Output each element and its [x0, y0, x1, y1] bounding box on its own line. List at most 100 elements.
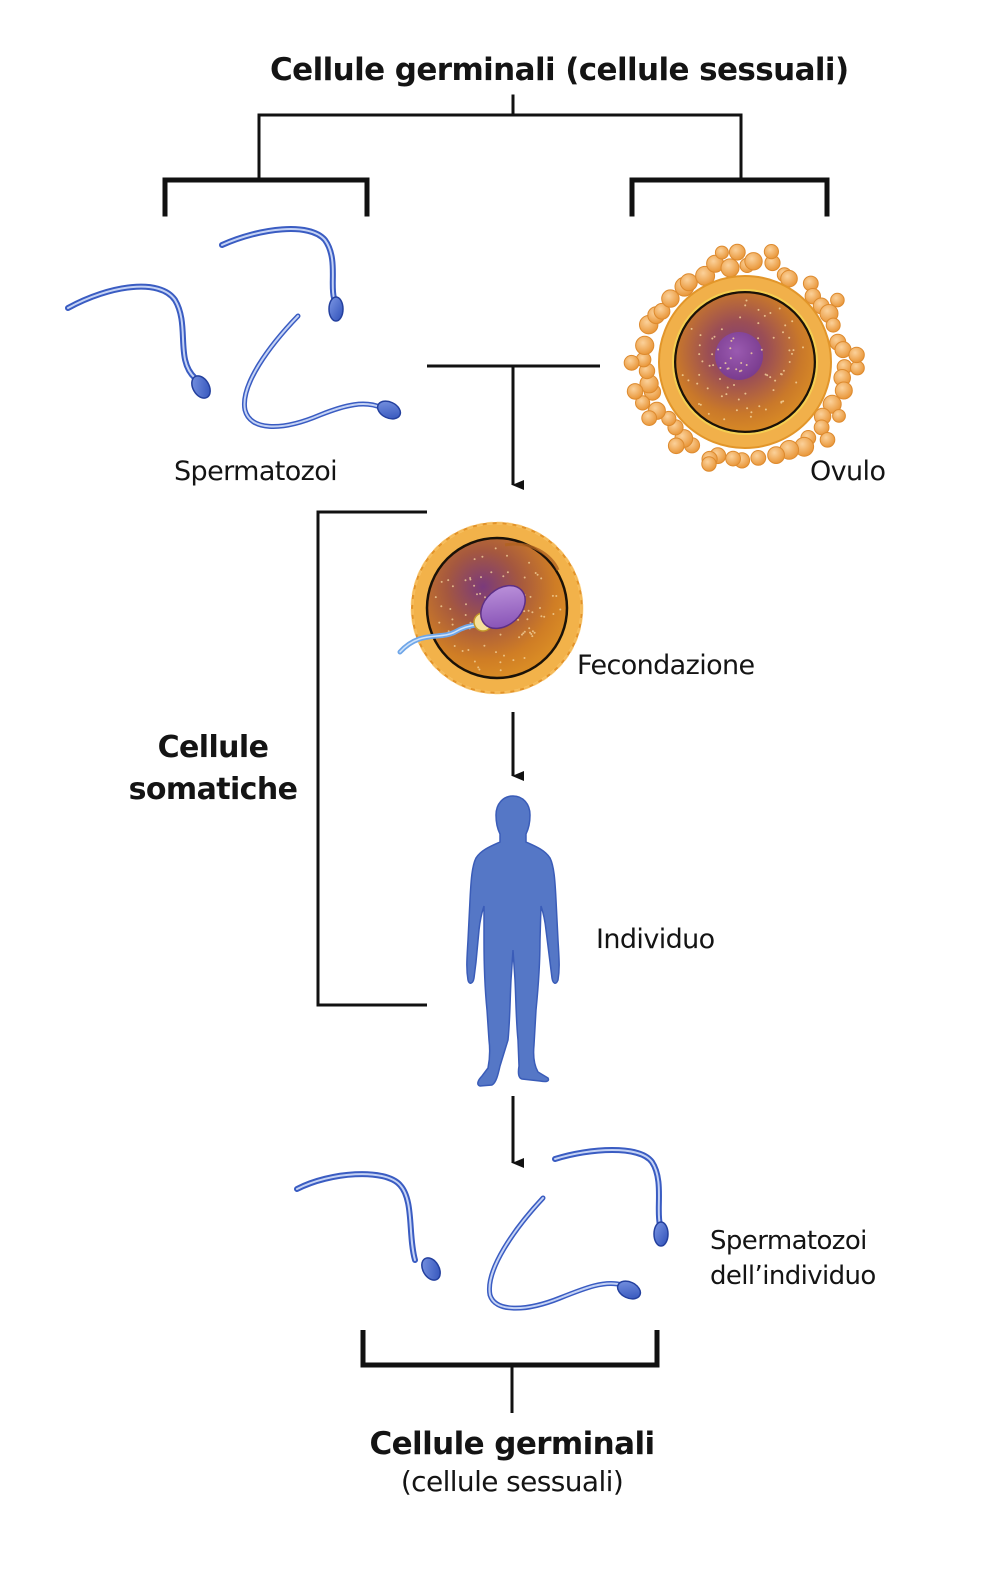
cytoplasm-granule	[732, 337, 735, 340]
sperm-cells-parent-icon	[65, 226, 402, 429]
cytoplasm-granule	[746, 407, 749, 410]
cytoplasm-granule	[476, 593, 478, 596]
cytoplasm-granule	[698, 353, 701, 356]
cytoplasm-granule	[464, 579, 467, 582]
cytoplasm-granule	[780, 400, 783, 403]
corona-cell	[822, 394, 842, 414]
cytoplasm-granule	[451, 623, 454, 626]
label-individuo: Individuo	[596, 924, 715, 955]
cytoplasm-granule	[469, 578, 472, 581]
somatic-bracket	[316, 510, 427, 1007]
cytoplasm-granule	[521, 633, 523, 636]
cytoplasm-granule	[506, 571, 509, 574]
corona-cell	[635, 335, 655, 355]
cytoplasm-granule	[469, 621, 472, 624]
cytoplasm-granule	[531, 635, 534, 638]
cytoplasm-granule	[699, 334, 702, 337]
cytoplasm-granule	[782, 331, 784, 334]
cytoplasm-granule	[744, 392, 747, 395]
cytoplasm-granule	[733, 384, 735, 386]
cytoplasm-granule	[531, 611, 534, 614]
corona-cell	[626, 383, 644, 400]
label-spermatozoi-individuo: Spermatozoi dell’individuo	[710, 1224, 876, 1294]
diagram-title: Cellule germinali (cellule sessuali)	[270, 52, 849, 88]
corona-cell	[667, 437, 685, 455]
cytoplasm-granule	[745, 299, 748, 302]
cytoplasm-granule	[788, 349, 791, 352]
cytoplasm-granule	[778, 307, 781, 310]
cytoplasm-granule	[440, 580, 443, 583]
cytoplasm-granule	[534, 572, 537, 574]
cytoplasm-granule	[461, 650, 464, 652]
cytoplasm-granule	[719, 366, 722, 369]
cytoplasm-granule	[757, 322, 760, 325]
cytoplasm-granule	[782, 369, 785, 372]
cytoplasm-granule	[536, 573, 539, 576]
top-bracket	[162, 94, 830, 217]
cytoplasm-granule	[543, 615, 546, 618]
fertilized-egg-icon	[397, 521, 584, 695]
corona-cell	[819, 432, 836, 448]
cytoplasm-granule	[766, 374, 769, 377]
cytoplasm-granule	[698, 403, 700, 405]
bottom-bracket	[360, 1330, 660, 1413]
cytoplasm-granule	[784, 324, 787, 327]
corona-cell	[830, 292, 845, 308]
cytoplasm-granule	[730, 339, 733, 342]
cytoplasm-granule	[530, 633, 533, 635]
cytoplasm-granule	[502, 575, 505, 578]
cytoplasm-granule	[791, 352, 793, 355]
cytoplasm-granule	[551, 594, 554, 597]
cytoplasm-granule	[760, 348, 763, 351]
label-spermatozoi: Spermatozoi	[174, 456, 338, 487]
cytoplasm-granule	[451, 618, 454, 621]
cytoplasm-granule	[698, 344, 701, 347]
cytoplasm-granule	[540, 577, 543, 580]
cytoplasm-granule	[720, 395, 723, 398]
cytoplasm-granule	[528, 561, 531, 564]
cytoplasm-granule	[467, 649, 470, 651]
cytoplasm-granule	[749, 415, 752, 418]
human-silhouette-icon	[466, 795, 560, 1087]
cytoplasm-granule	[478, 668, 481, 671]
cytoplasm-granule	[763, 314, 766, 317]
cytoplasm-granule	[706, 387, 709, 390]
cytoplasm-granule	[440, 605, 443, 608]
label-fecondazione: Fecondazione	[577, 650, 755, 681]
cytoplasm-granule	[735, 368, 738, 371]
cytoplasm-granule	[780, 373, 782, 375]
cytoplasm-granule	[738, 370, 741, 373]
cytoplasm-granule	[792, 349, 795, 352]
label-line: dell’individuo	[710, 1261, 876, 1291]
corona-cell	[679, 273, 698, 292]
sperm-icon	[219, 226, 344, 322]
cytoplasm-granule	[464, 614, 467, 616]
cytoplasm-granule	[750, 352, 753, 355]
cytoplasm-granule	[503, 654, 505, 657]
cytoplasm-granule	[712, 364, 715, 367]
corona-cell	[763, 244, 780, 260]
cytoplasm-granule	[729, 347, 732, 350]
cytoplasm-granule	[713, 335, 716, 338]
cytoplasm-granule	[739, 316, 742, 319]
cytoplasm-granule	[795, 381, 798, 384]
egg-cell-icon	[623, 243, 865, 472]
cytoplasm-granule	[681, 374, 684, 377]
cytoplasm-granule	[529, 631, 531, 634]
cytoplasm-granule	[523, 630, 526, 633]
cytoplasm-granule	[473, 660, 476, 663]
corona-cell	[767, 446, 785, 465]
label-cellule-germinali-bottom: Cellule germinali (cellule sessuali)	[312, 1424, 712, 1500]
cytoplasm-granule	[764, 373, 767, 376]
cytoplasm-granule	[740, 362, 743, 364]
cytoplasm-granule	[447, 579, 450, 582]
corona-cell	[750, 450, 767, 466]
label-line: somatiche	[128, 772, 298, 807]
cytoplasm-granule	[750, 411, 753, 414]
label-line: Cellule	[157, 730, 269, 765]
corona-cell	[641, 410, 658, 427]
cytoplasm-granule	[772, 389, 775, 392]
cytoplasm-granule	[473, 558, 476, 561]
cytoplasm-granule	[726, 386, 729, 389]
label-line: (cellule sessuali)	[400, 1465, 624, 1498]
